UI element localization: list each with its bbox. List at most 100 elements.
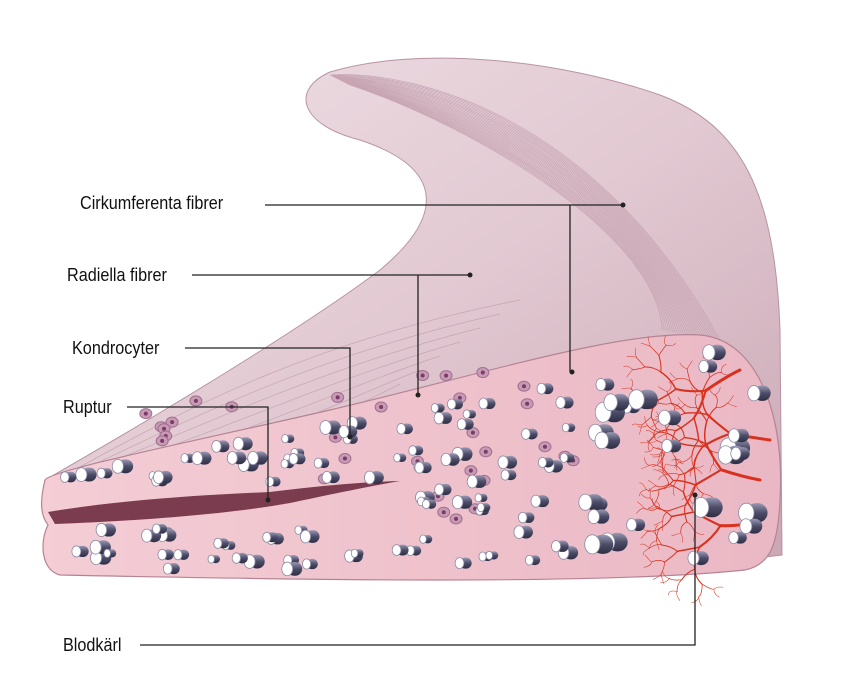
blood-vessel: [678, 466, 695, 476]
blood-vessel: [727, 395, 734, 404]
blood-vessel: [651, 461, 661, 468]
blood-vessel: [644, 366, 662, 373]
blood-vessel: [652, 574, 662, 580]
blood-vessel: [640, 493, 651, 499]
blood-vessel: [658, 480, 674, 490]
chondrocyte-nucleus: [444, 373, 449, 378]
fiber-bundle: [226, 451, 247, 465]
circumferential-fiber-line: [333, 76, 710, 339]
blood-vessel: [661, 544, 678, 552]
fiber-bundle: [207, 554, 221, 564]
blood-vessel: [654, 428, 657, 439]
blood-vessel: [626, 356, 637, 358]
fiber-bundle: [321, 471, 340, 484]
blood-vessel: [647, 440, 650, 451]
fiber-bundle: [451, 495, 473, 510]
blood-vessel: [681, 494, 691, 500]
blood-vessel: [647, 336, 651, 347]
blood-vessel: [632, 366, 646, 371]
blood-vessel: [666, 342, 676, 346]
blood-vessel: [680, 455, 693, 463]
blood-vessel: [649, 431, 659, 442]
fiber-bundle: [95, 522, 116, 537]
blood-vessel: [669, 372, 678, 380]
blood-vessel: [650, 421, 659, 428]
blood-vessel: [643, 507, 658, 511]
blood-vessel: [646, 530, 656, 535]
blood-vessel: [696, 388, 704, 396]
chondrocyte-nucleus: [470, 430, 475, 435]
blood-vessel: [676, 579, 683, 592]
blood-vessel: [660, 371, 677, 390]
blood-vessel: [657, 429, 676, 433]
chondrocyte-nucleus: [170, 420, 175, 425]
blood-vessel: [640, 465, 651, 470]
blood-vessel: [651, 560, 665, 563]
fiber-bundle: [525, 554, 541, 566]
fiber-bundle: [513, 525, 533, 539]
chondrocyte-nucleus: [333, 435, 338, 440]
fiber-bundle: [71, 545, 89, 558]
blood-vessel: [640, 531, 648, 539]
blood-vessel: [701, 583, 715, 590]
blood-vessel: [666, 382, 672, 392]
blood-vessel: [662, 472, 669, 485]
fiber-bundle: [739, 518, 763, 535]
blood-vessel: [672, 479, 697, 486]
blood-vessel: [649, 345, 660, 356]
blood-vessel: [632, 423, 643, 426]
chondrocyte-nucleus: [522, 384, 527, 389]
blood-vessel: [681, 568, 696, 581]
blood-vessel: [656, 434, 667, 439]
label-blood-vessels: Blodkärl: [63, 635, 122, 655]
blood-vessel: [637, 425, 648, 428]
fiber-bundle: [594, 431, 621, 450]
blood-vessel: [696, 407, 708, 423]
blood-vessel: [686, 521, 696, 533]
blood-vessel: [693, 417, 700, 441]
blood-vessel: [682, 491, 695, 513]
fiber-bundle: [497, 455, 518, 470]
circumferential-fiber-line: [344, 81, 678, 333]
fiber-bundle: [281, 434, 295, 444]
circumferential-fiber-line: [342, 80, 684, 335]
fiber-bundle: [364, 470, 384, 485]
fiber-bundle: [456, 418, 474, 431]
fiber-bundle: [478, 397, 496, 410]
fiber-bundle: [319, 420, 341, 435]
circumferential-fiber-line: [336, 77, 702, 337]
blood-vessel: [686, 368, 691, 382]
fiber-bundle: [730, 446, 750, 461]
blood-vessel: [655, 489, 660, 502]
blood-vessel: [658, 344, 667, 356]
blood-vessel: [663, 550, 678, 563]
fiber-bundle: [578, 493, 604, 511]
fiber-bundle: [96, 467, 113, 479]
blood-vessel: [641, 416, 652, 426]
fiber-bundle: [561, 422, 576, 433]
blood-vessel: [650, 453, 661, 456]
fiber-bundle: [692, 497, 723, 518]
blood-vessel: [656, 447, 664, 456]
blood-vessel: [658, 474, 667, 481]
circumferential-fiber-line: [346, 82, 672, 332]
blood-vessel: [693, 445, 704, 468]
blood-vessel: [647, 506, 658, 509]
circumferential-fiber-line: [335, 77, 704, 338]
blood-vessel: [623, 365, 633, 370]
fiber-bundle: [173, 549, 190, 561]
chondrocyte-nucleus: [379, 405, 384, 410]
chondrocyte-nucleus: [193, 398, 198, 403]
blood-vessel: [704, 442, 723, 471]
circumferential-fiber-line: [337, 78, 699, 337]
fiber-bundle: [408, 445, 424, 456]
blood-vessel: [668, 590, 678, 596]
blood-vessel: [698, 596, 702, 606]
blood-vessel: [661, 467, 674, 482]
fiber-bundle: [162, 562, 180, 575]
fiber-bundle: [288, 453, 306, 465]
blood-vessel: [656, 428, 666, 434]
chondrocyte-nucleus: [160, 438, 165, 443]
blood-vessel: [663, 335, 667, 346]
chondrocyte-nucleus: [162, 426, 167, 431]
